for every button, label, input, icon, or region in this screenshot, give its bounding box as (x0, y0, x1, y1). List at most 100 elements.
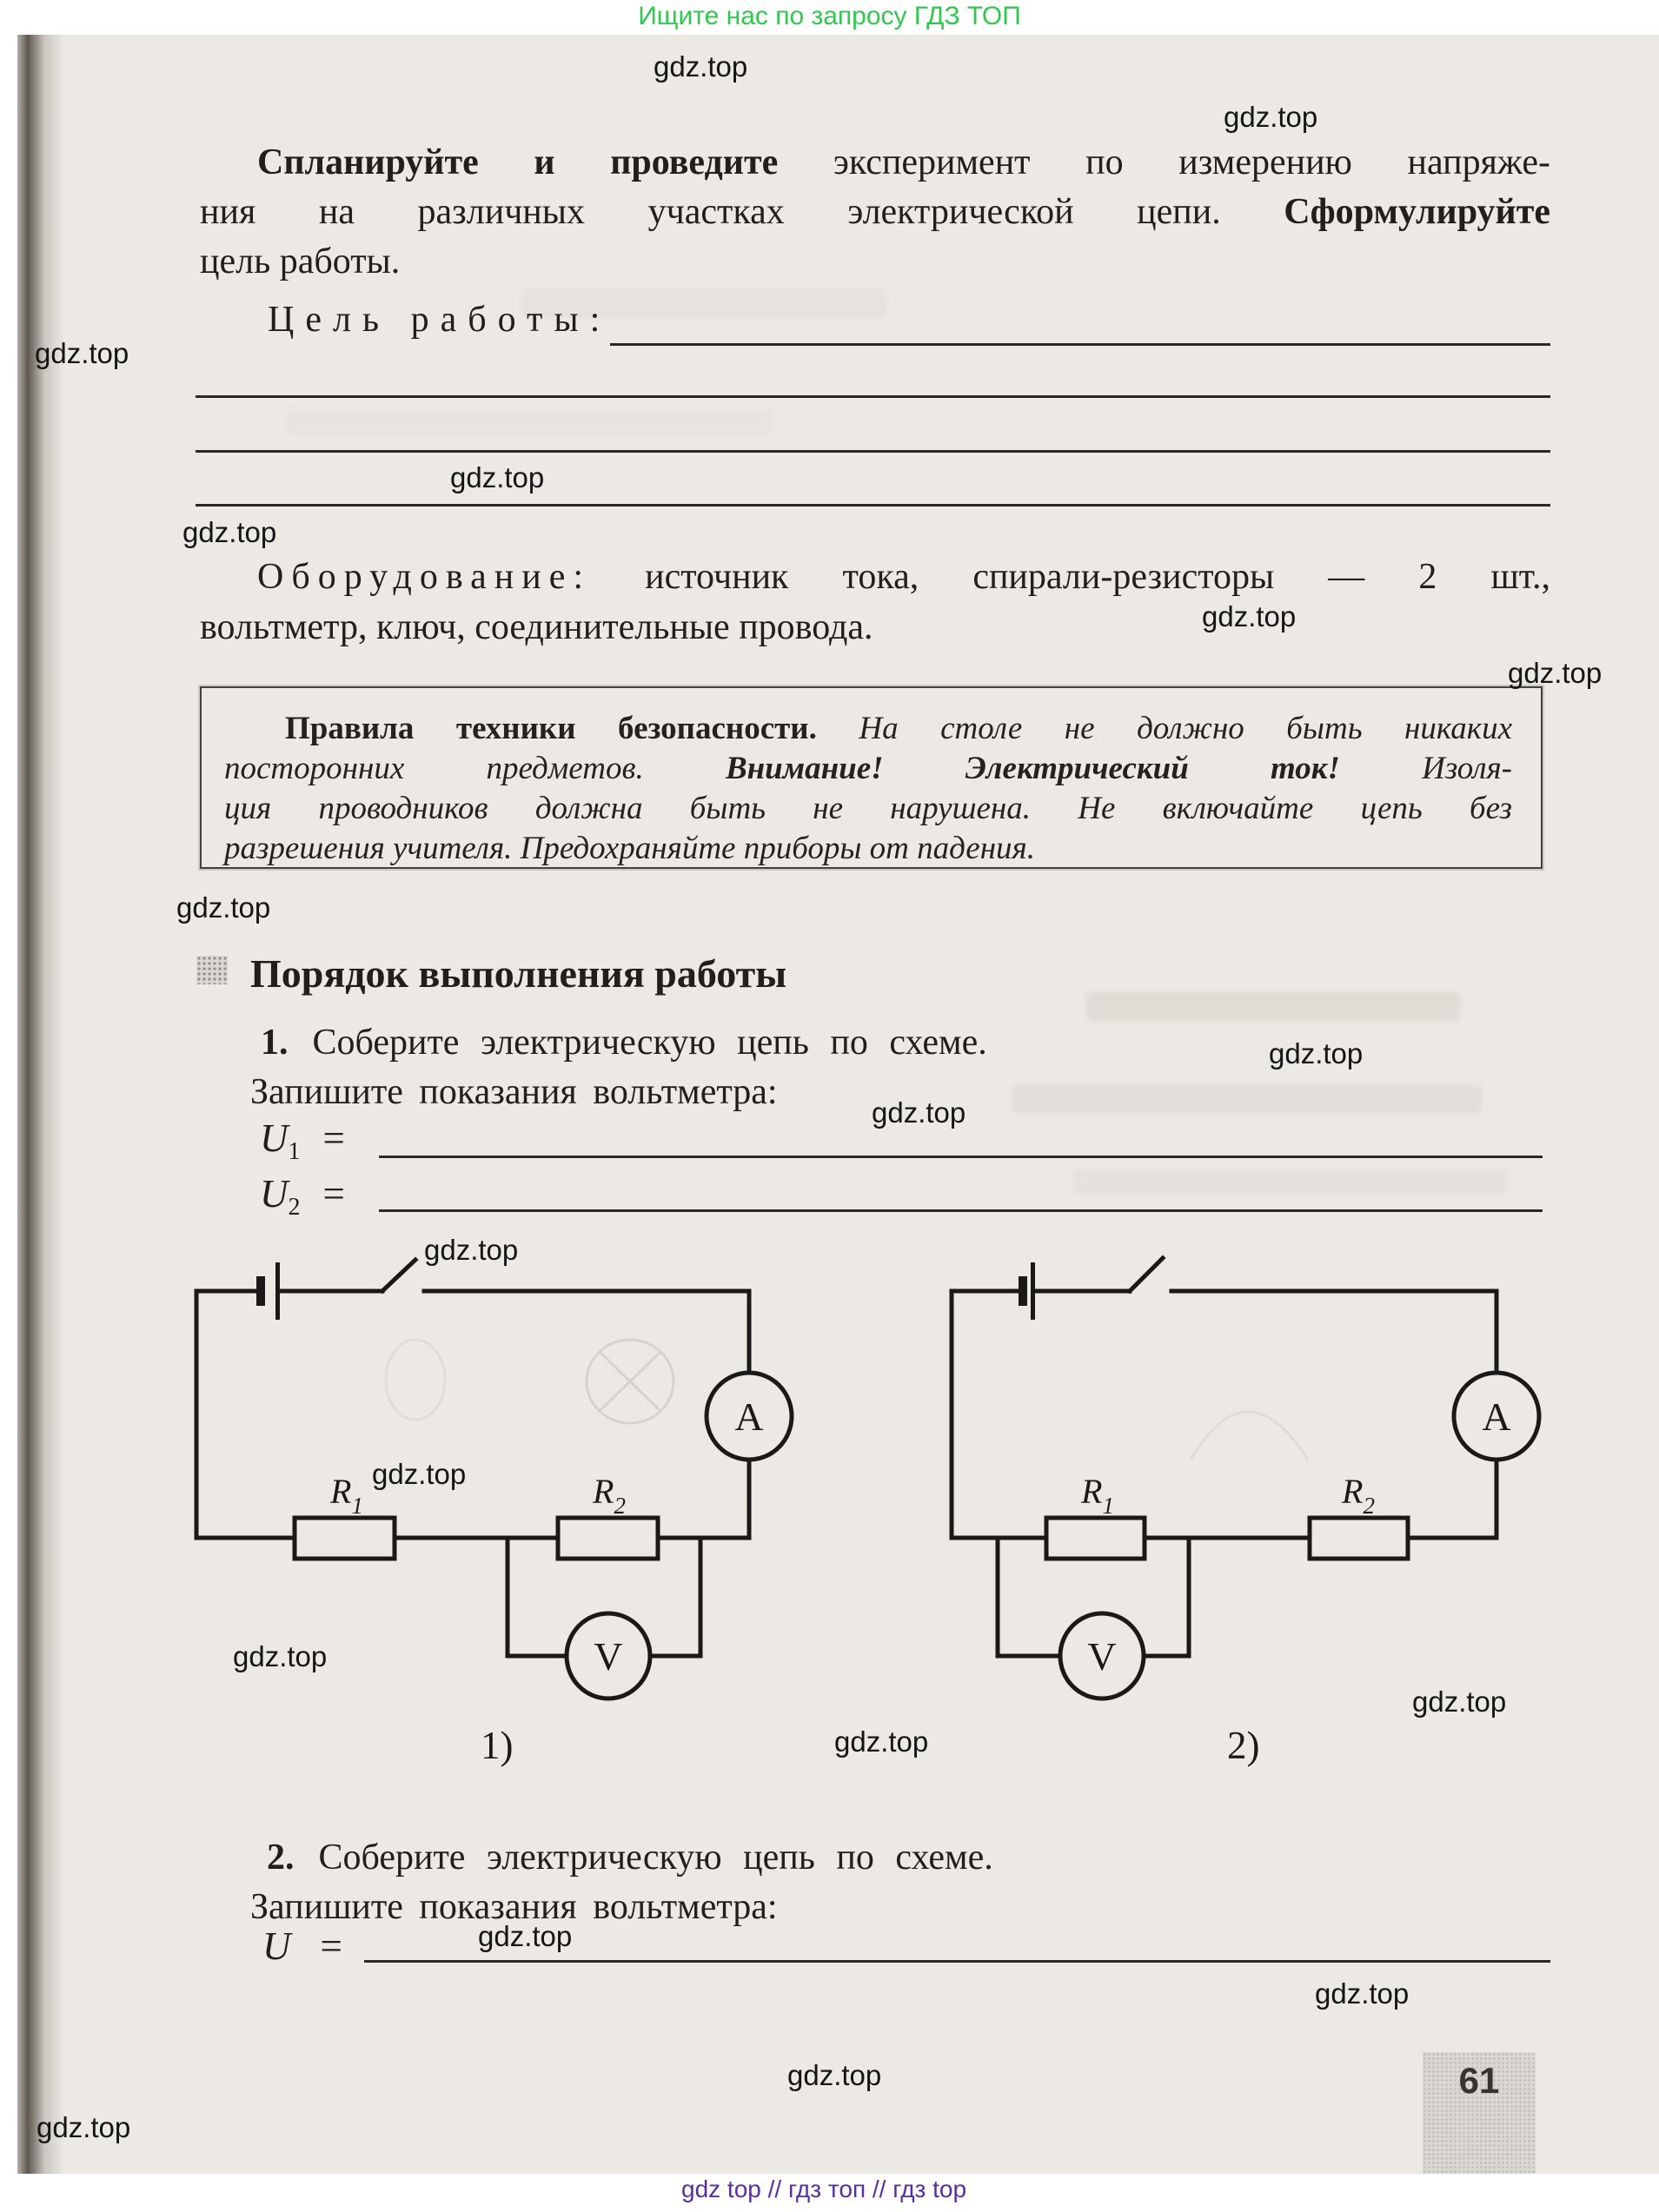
goal-blank-line-0 (610, 343, 1550, 346)
resistor-r1 (1044, 1515, 1147, 1561)
watermark: gdz.top (372, 1458, 467, 1490)
bleed-through-text (287, 410, 773, 436)
ammeter-icon (704, 1370, 794, 1462)
goal-label: Цель работы: (268, 300, 612, 340)
step-text: Соберите электрическую цепь по схеме. (318, 1838, 993, 1878)
watermark: gdz.top (478, 1920, 573, 1952)
ghost-lamp-icon (585, 1338, 675, 1425)
step-number: 2. (267, 1838, 295, 1878)
safety-bold-text: Внимание! Электрический ток! (725, 751, 1340, 786)
voltmeter-wire (505, 1535, 703, 1659)
bleed-through-text (1073, 1169, 1508, 1195)
voltmeter-icon (1058, 1611, 1146, 1701)
watermark: gdz.top (834, 1725, 929, 1758)
intro-line-3: цель работы. (200, 241, 400, 282)
circuit-1-caption: 1) (481, 1724, 514, 1767)
wire (194, 1288, 752, 1540)
watermark: gdz.top (36, 2111, 131, 2143)
watermark: gdz.top (1202, 600, 1297, 632)
equipment-label: Оборудование: (257, 557, 592, 597)
voltage-symbol: U (262, 1924, 291, 1968)
step-1-line-2: Запишите показания вольтметра: (250, 1071, 778, 1113)
battery-icon (1019, 1262, 1035, 1320)
step-2-line-1: 2. Соберите электрическую цепь по схеме. (267, 1837, 993, 1878)
switch-icon (1126, 1255, 1166, 1295)
intro-regular-text: эксперимент по измерению напряже- (778, 142, 1551, 182)
watermark: gdz.top (1224, 101, 1318, 133)
step-2-line-2: Запишите показания вольтметра: (250, 1886, 778, 1928)
watermark: gdz.top (450, 461, 545, 493)
resistor-r2 (555, 1515, 660, 1561)
reading-u2-blank-line (379, 1209, 1543, 1212)
watermark: gdz.top (233, 1640, 328, 1672)
switch-icon (379, 1256, 419, 1295)
equals-sign: = (322, 1116, 345, 1160)
equipment-text: вольтметр, ключ, соединительные провода. (200, 607, 873, 647)
watermark: gdz.top (1269, 1037, 1364, 1070)
book-spine-shadow (17, 35, 64, 2174)
goal-blank-line-1 (196, 395, 1550, 398)
reading-u2: U2= (260, 1175, 345, 1220)
promo-banner: Ищите нас по запросу ГДЗ ТОП (638, 2, 1021, 30)
watermark: gdz.top (1412, 1685, 1507, 1718)
safety-italic-text: Изоля- (1339, 751, 1512, 786)
bleed-through-text (521, 288, 886, 318)
voltage-subscript: 1 (288, 1138, 301, 1165)
voltmeter-label: V (594, 1634, 622, 1679)
reading-u: U= (262, 1927, 342, 1966)
resistor-r1-label: R1 (329, 1472, 363, 1519)
footer-links: gdz top // гдз топ // гдз top (681, 2176, 967, 2202)
safety-bold-text: Правила техники безопасности. (285, 711, 817, 746)
equipment-line-2: вольтметр, ключ, соединительные провода. (200, 606, 873, 648)
watermark: gdz.top (872, 1096, 966, 1129)
watermark: gdz.top (1508, 657, 1603, 689)
watermark: gdz.top (654, 50, 748, 83)
goal-blank-line-2 (196, 450, 1550, 453)
safety-italic-text: ция проводников должна быть не нарушена.… (224, 791, 1512, 826)
safety-italic-text: разрешения учителя. Предохраняйте прибор… (224, 831, 1036, 866)
step-number: 1. (261, 1023, 289, 1063)
bleed-through-text (1012, 1084, 1482, 1114)
reading-u-blank-line (364, 1960, 1550, 1963)
ghost-meter-icon (1189, 1410, 1310, 1460)
ammeter-label: A (1482, 1394, 1510, 1439)
step-text: Запишите показания вольтметра: (250, 1072, 778, 1112)
step-1-line-1: 1. Соберите электрическую цепь по схеме. (261, 1022, 987, 1063)
circuit-2-caption: 2) (1227, 1724, 1260, 1767)
intro-bold-text: Сформулируйте (1284, 192, 1550, 232)
equipment-line-1: Оборудование: источник тока, спирали-рез… (200, 556, 1550, 601)
step-text: Соберите электрическую цепь по схеме. (312, 1023, 987, 1063)
wire (949, 1288, 1499, 1540)
watermark: gdz.top (176, 891, 271, 924)
section-bullet-square (196, 956, 228, 984)
intro-regular-text: ния на различных участках электрической … (200, 192, 1284, 232)
resistor-r1-label: R1 (1080, 1472, 1114, 1519)
voltmeter-label: V (1087, 1634, 1116, 1679)
watermark: gdz.top (35, 337, 129, 369)
safety-italic-text: посторонних предметов. (224, 751, 726, 786)
resistor-r2-label: R2 (1341, 1472, 1375, 1519)
resistor-r1 (292, 1515, 397, 1561)
safety-line-2: посторонних предметов. Внимание! Электри… (224, 751, 1512, 796)
paper-sheet (17, 35, 1659, 2174)
intro-line-2: ния на различных участках электрической … (200, 191, 1550, 236)
voltage-symbol: U (260, 1116, 289, 1160)
watermark: gdz.top (424, 1234, 519, 1266)
circuit-diagram-1 (194, 1256, 794, 1701)
voltmeter-wire (995, 1535, 1191, 1659)
watermark: gdz.top (1315, 1977, 1410, 2010)
equipment-text: источник тока, спирали-резисторы — 2 шт.… (591, 557, 1550, 597)
safety-line-4: разрешения учителя. Предохраняйте прибор… (224, 831, 1035, 868)
safety-line-3: ция проводников должна быть не нарушена.… (224, 791, 1512, 836)
safety-italic-text: На столе не должно быть никаких (816, 711, 1513, 746)
page-number: 61 (1458, 2060, 1500, 2101)
goal-blank-line-3 (196, 504, 1550, 507)
circuit-diagrams: A V R1 R2 1) A V R1 R (194, 1255, 1542, 1767)
voltage-subscript: 2 (288, 1194, 301, 1221)
safety-rules-box (200, 686, 1543, 869)
procedure-heading: Порядок выполнения работы (250, 951, 787, 996)
reading-u1-blank-line (379, 1156, 1543, 1158)
reading-u1: U1 = (260, 1119, 345, 1164)
page-number-box (1423, 2052, 1536, 2174)
